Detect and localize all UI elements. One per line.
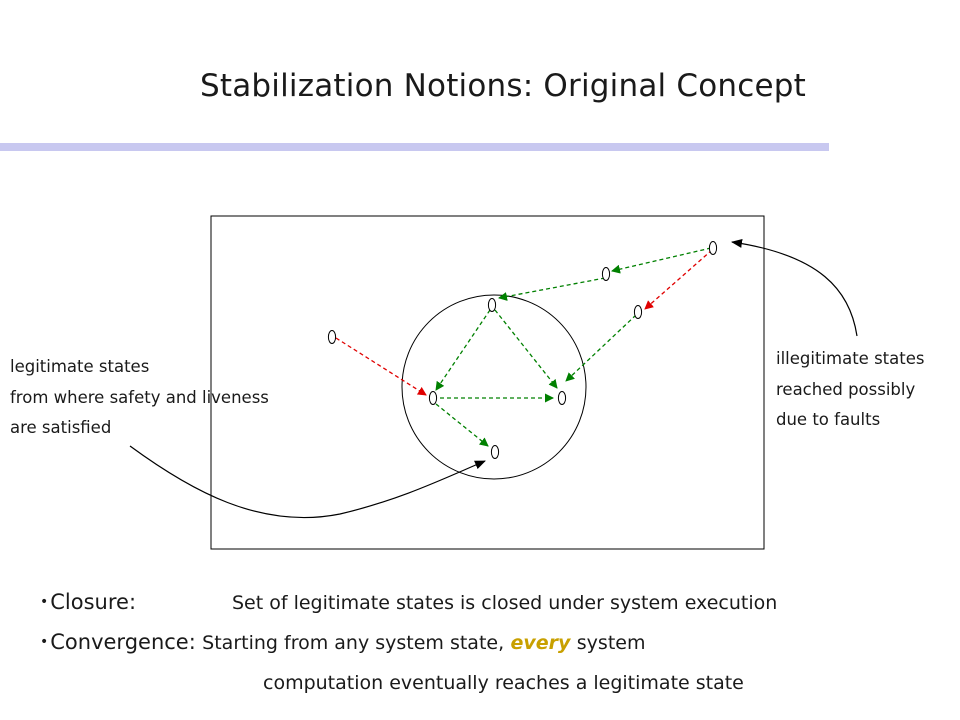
- state-space-box: [210, 215, 765, 550]
- caption-line: are satisfied: [10, 418, 112, 437]
- caption-line: legitimate states: [10, 357, 150, 376]
- transition-arrow: [611, 247, 712, 274]
- slide-title: Stabilization Notions: Original Concept: [200, 68, 807, 104]
- closure-bullet: •Closure: Set of legitimate states is cl…: [40, 590, 777, 614]
- convergence-term: Convergence:: [50, 630, 196, 654]
- transition-arrow: [435, 403, 489, 447]
- bullet-dot-icon: •: [40, 634, 49, 650]
- state-node: [708, 241, 718, 255]
- state-node: [490, 445, 500, 459]
- transition-arrow: [498, 277, 606, 301]
- convergence-bullet: •Convergence: Starting from any system s…: [40, 630, 645, 654]
- fault-transition-arrow: [644, 249, 713, 310]
- fault-transition-arrow: [335, 337, 427, 396]
- convergence-definition-before: Starting from any system state,: [202, 632, 505, 654]
- legitimate-states-caption: legitimate states from where safety and …: [10, 352, 269, 444]
- states: [327, 241, 718, 459]
- state-node: [633, 305, 643, 319]
- illegitimate-pointer-arrow: [731, 239, 858, 337]
- state-node: [601, 267, 611, 281]
- transition-arrow: [494, 309, 558, 389]
- legitimate-states-region: [401, 294, 587, 480]
- transition-arrow: [435, 309, 491, 391]
- caption-line: due to faults: [776, 410, 881, 429]
- state-node: [428, 391, 438, 405]
- transition-arrow: [565, 314, 637, 382]
- convergence-continuation: computation eventually reaches a legitim…: [263, 672, 744, 694]
- state-node: [557, 391, 567, 405]
- convergence-definition-after: system: [576, 632, 646, 654]
- state-node: [327, 330, 337, 344]
- illegitimate-states-caption: illegitimate states reached possibly due…: [776, 344, 924, 436]
- caption-line: from where safety and liveness: [10, 387, 269, 407]
- closure-definition: Set of legitimate states is closed under…: [232, 592, 778, 614]
- caption-line: illegitimate states: [776, 349, 925, 368]
- title-rule: [0, 143, 829, 151]
- legitimate-pointer-arrow: [129, 445, 486, 519]
- caption-line: reached possibly: [776, 379, 916, 399]
- transitions: [335, 247, 713, 447]
- state-node: [487, 298, 497, 312]
- bullet-dot-icon: •: [40, 594, 49, 610]
- closure-term: Closure:: [50, 590, 137, 614]
- convergence-emphasis: every: [510, 632, 571, 654]
